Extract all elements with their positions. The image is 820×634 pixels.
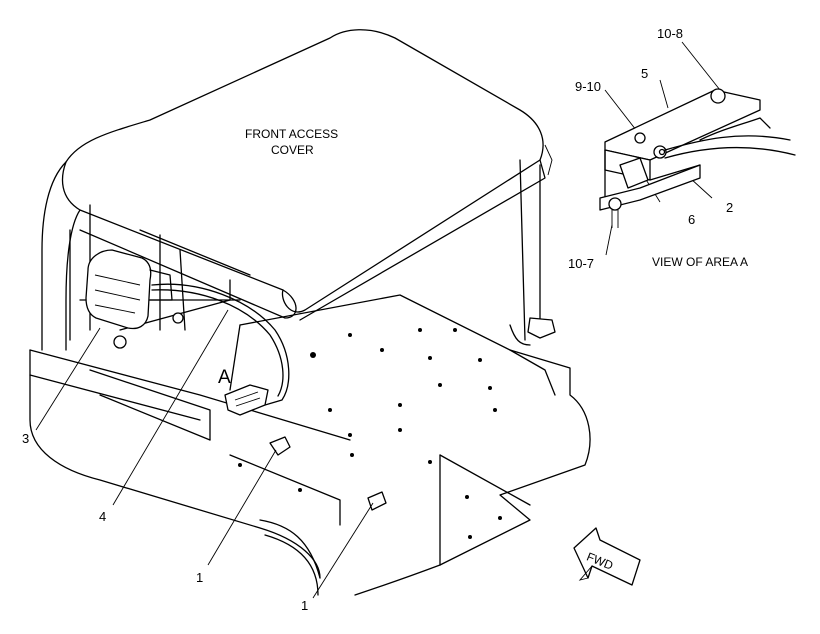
- floor-plate: [229, 294, 591, 596]
- callout-9-10: 9-10: [575, 79, 601, 94]
- callout-6: 6: [688, 212, 695, 227]
- callout-1a: 1: [196, 570, 203, 585]
- callout-10-7: 10-7: [568, 256, 594, 271]
- wiring-harness: [151, 283, 290, 416]
- callout-2: 2: [726, 200, 733, 215]
- view-caption: VIEW OF AREA A: [652, 255, 748, 269]
- callout-4: 4: [99, 509, 106, 524]
- horn-unit: [85, 249, 184, 349]
- detail-view-area-a: [599, 88, 796, 228]
- right-bracket: [509, 317, 556, 346]
- front-access-cover: [41, 29, 553, 351]
- callout-5: 5: [641, 66, 648, 81]
- lower-frame: [29, 349, 351, 596]
- callout-10-8: 10-8: [657, 26, 683, 41]
- harness-clips: [269, 436, 387, 511]
- fwd-arrow: FWD: [573, 527, 641, 586]
- cover-label-line1: FRONT ACCESS: [245, 127, 338, 141]
- callout-1b: 1: [301, 598, 308, 613]
- cover-label-line2: COVER: [271, 143, 314, 157]
- area-marker: A: [218, 367, 231, 388]
- callout-3: 3: [22, 431, 29, 446]
